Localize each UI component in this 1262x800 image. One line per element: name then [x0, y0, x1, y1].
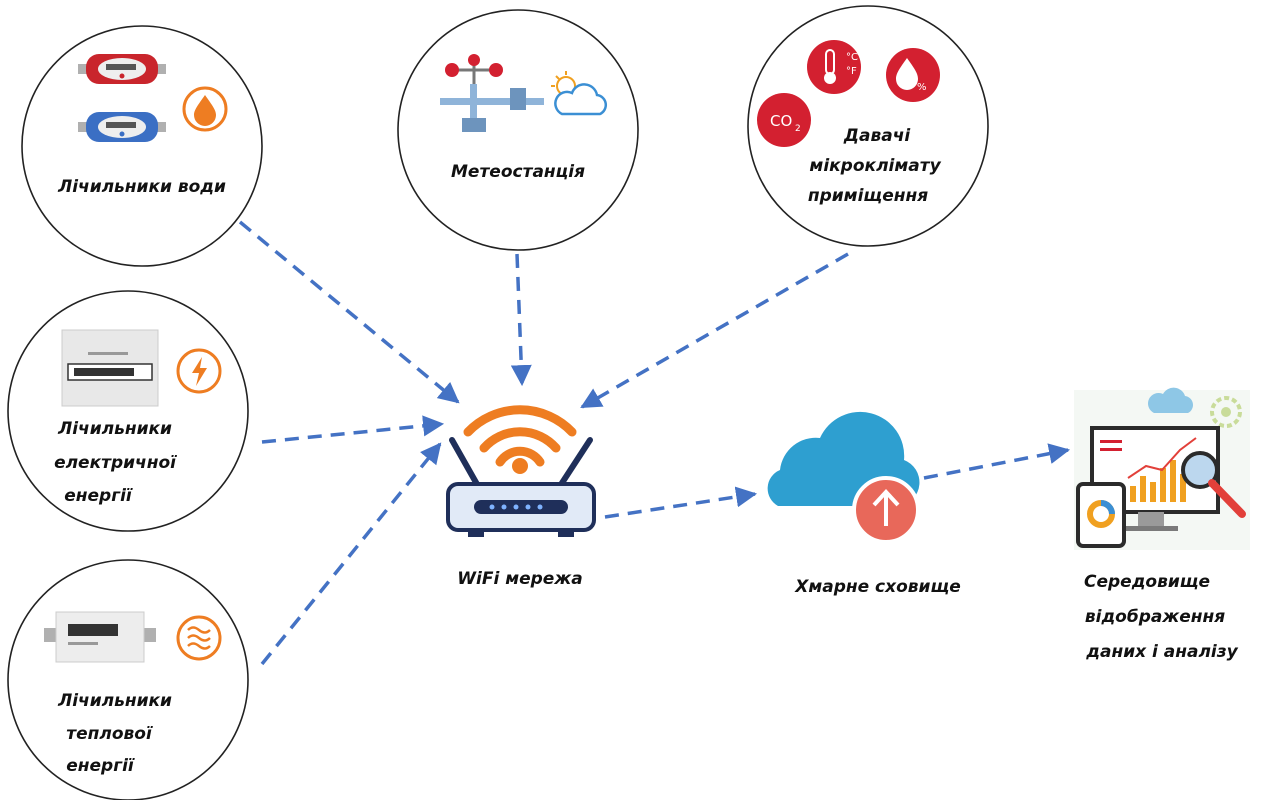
node-cloud-storage: Хмарне сховище — [767, 411, 961, 597]
arrow-water-to-wifi — [238, 220, 460, 404]
arrow-weather-to-wifi — [510, 253, 532, 387]
node-analytics: Середовище відображення даних і аналізу — [1074, 387, 1250, 662]
svg-text:2: 2 — [795, 124, 801, 134]
node-circle — [21, 25, 263, 267]
humidity-icon: % — [886, 48, 940, 102]
svg-text:°F: °F — [846, 66, 857, 77]
water-meters-label: Лічильники води — [57, 177, 226, 197]
arrow-cloud-to-analytics — [923, 443, 1071, 480]
router-icon — [446, 437, 596, 537]
arrow-wifi-to-cloud — [604, 486, 758, 519]
tablet-icon — [1076, 482, 1126, 548]
thermometer-icon: °C °F — [807, 40, 861, 94]
wifi-dot — [512, 458, 528, 474]
partly-cloudy-icon — [551, 71, 607, 116]
heat-waves-icon — [176, 615, 222, 661]
node-heat-meters: Лічильники теплової енергії — [7, 559, 249, 800]
small-cloud-icon — [1147, 387, 1193, 413]
climate-sensors-label: Давачі мікроклімату приміщення — [808, 126, 947, 206]
arrow-sensors-to-wifi — [580, 252, 849, 409]
connectors — [238, 220, 1071, 666]
arrow-electric-to-wifi — [261, 415, 445, 444]
svg-text:CO: CO — [770, 112, 792, 130]
wifi-network-label: WiFi мережа — [457, 569, 582, 589]
cold-water-meter-icon — [78, 112, 166, 142]
node-electric-meters: Лічильники електричної енергії — [7, 290, 249, 532]
node-circle — [397, 9, 639, 251]
svg-text:°C: °C — [846, 52, 858, 63]
magnifier-icon — [1181, 451, 1246, 518]
bar-chart-icon — [1130, 460, 1186, 502]
wifi-signal-icon — [463, 405, 577, 467]
weather-station-label: Метеостанція — [451, 162, 585, 182]
node-wifi-router: WiFi мережа — [446, 405, 596, 589]
water-drop-icon — [182, 86, 228, 132]
arrow-heat-to-wifi — [260, 442, 442, 666]
gear-icon — [1210, 396, 1242, 428]
cloud-storage-label: Хмарне сховище — [794, 577, 961, 597]
node-water-meters: Лічильники води — [21, 25, 263, 267]
upload-icon — [852, 476, 920, 544]
svg-text:%: % — [917, 82, 927, 93]
electric-meters-label: Лічильники електричної енергії — [54, 419, 182, 506]
heat-meter-icon — [44, 611, 156, 663]
co2-icon: CO 2 — [757, 93, 811, 147]
node-weather-station: Метеостанція — [397, 9, 639, 251]
electric-meter-icon — [61, 329, 159, 407]
node-climate-sensors: °C °F % CO 2 Давачі мікроклімату приміще… — [747, 5, 989, 247]
heat-meters-label: Лічильники теплової енергії — [57, 691, 178, 776]
hot-water-meter-icon — [78, 54, 166, 84]
lightning-icon — [176, 348, 222, 394]
anemometer-icon — [440, 54, 544, 132]
analytics-label: Середовище відображення даних і аналізу — [1084, 572, 1239, 662]
trend-line-icon — [1127, 437, 1197, 479]
